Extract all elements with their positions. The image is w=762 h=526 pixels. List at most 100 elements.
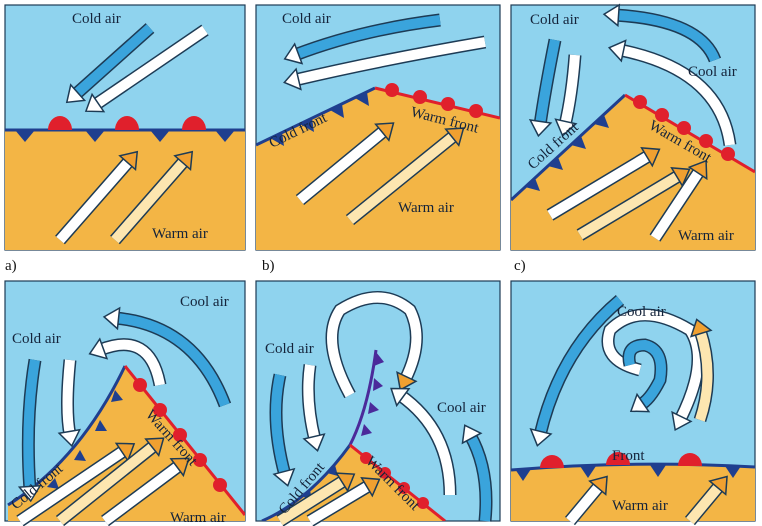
warm-sector	[256, 88, 500, 250]
panel-f-arrows	[529, 295, 728, 526]
panel-b-arrows	[283, 13, 487, 226]
panel-label-b: b)	[262, 258, 275, 274]
cold-air-flow-arrow	[57, 359, 81, 448]
label-cold-air: Cold air	[282, 11, 331, 27]
label-warm-air: Warm air	[612, 498, 668, 514]
cold-air-flow-arrow	[84, 24, 209, 113]
warm-front-bumps	[385, 83, 483, 118]
cold-air-flow-arrow	[65, 23, 155, 104]
panel-a: Cold air Warm air a)	[4, 4, 246, 274]
label-cool-air: Cool air	[180, 294, 229, 310]
arrowhead-icon	[57, 428, 81, 448]
arrowhead-icon	[607, 39, 627, 63]
arrowhead-icon	[283, 67, 302, 91]
arrowhead-icon	[114, 442, 136, 463]
warm-air-flow-arrow	[55, 437, 165, 526]
label-cool-air: Cool air	[617, 304, 666, 320]
cold-air-flow-arrow	[529, 295, 625, 447]
arrowhead-icon	[374, 122, 395, 142]
arrowhead-icon	[671, 410, 693, 432]
panel-e: Cold air Cool air Cold front Warm front	[255, 280, 501, 526]
arrowhead-icon	[554, 118, 578, 137]
arrowhead-icon	[84, 92, 106, 113]
warm-air-flow-arrow	[546, 147, 661, 221]
arrowhead-icon	[687, 159, 708, 181]
arrowhead-icon	[17, 484, 42, 503]
cold-air-flow-arrow	[283, 35, 487, 91]
warm-air-flow-arrow	[110, 150, 194, 245]
cold-air-flow-arrow	[102, 306, 232, 408]
arrowhead-icon	[588, 475, 608, 496]
cold-air-flow-arrow	[283, 13, 441, 65]
arrowhead-icon	[169, 457, 190, 478]
cold-front-triangles	[525, 115, 609, 191]
warm-front-bumps	[540, 452, 702, 468]
arrowhead-icon	[144, 437, 165, 457]
warm-air-flow-arrow	[295, 122, 395, 206]
label-warm-air: Warm air	[398, 200, 454, 216]
cold-air-flow-arrow	[602, 3, 722, 63]
cold-air-flow-arrow	[528, 38, 562, 138]
cold-air-flow-arrow	[88, 337, 167, 387]
arrowhead-icon	[461, 424, 483, 445]
panel-e-arrows	[269, 291, 493, 526]
arrowhead-icon	[283, 42, 304, 65]
warm-air-flow-arrow	[345, 127, 465, 226]
warm-air-flow-arrow	[306, 477, 381, 526]
warm-front-line	[123, 365, 245, 516]
warm-air-flow-arrow	[576, 167, 691, 241]
label-cool-air: Cool air	[437, 400, 486, 416]
panel-b: Cold air Cold front Warm front Warm air …	[255, 4, 501, 274]
label-cold-air: Cold air	[72, 11, 121, 27]
cold-air-flow-arrow	[601, 308, 705, 432]
cold-air-flow-arrow	[301, 364, 326, 452]
panel-label-c: c)	[514, 258, 526, 274]
arrowhead-icon	[629, 392, 651, 413]
panel-d: Cool air Cold air Cold front Warm front …	[4, 280, 246, 526]
arrowhead-icon	[670, 167, 691, 188]
arrowhead-icon	[335, 472, 356, 493]
arrowhead-icon	[444, 127, 465, 147]
warm-air-flow-arrow	[55, 150, 139, 245]
warm-air-flow-arrow	[649, 159, 708, 242]
occluded-front-symbols	[361, 352, 384, 436]
arrowhead-icon	[529, 427, 553, 447]
panel-f: Cool air Front Warm air	[510, 280, 756, 526]
panel-c: Cold air Cool air Cold front Warm front …	[510, 3, 756, 274]
cold-front-triangles	[15, 130, 235, 142]
arrowhead-icon	[602, 3, 621, 28]
warm-air-flow-arrow	[325, 291, 423, 399]
arrowhead-icon	[689, 318, 713, 338]
cold-air-flow-arrow	[554, 54, 582, 137]
warm-air-flow-arrow	[276, 472, 356, 526]
arrowhead-icon	[173, 150, 194, 172]
arrowhead-icon	[302, 433, 326, 452]
label-cold-air: Cold air	[12, 331, 61, 347]
warm-air-flow-arrow	[565, 475, 608, 526]
label-cold-air: Cold air	[265, 341, 314, 357]
cold-air-flow-arrow	[607, 39, 737, 147]
warm-air-flow-arrow	[101, 457, 190, 526]
arrowhead-icon	[65, 83, 87, 104]
arrowhead-icon	[708, 475, 728, 496]
warm-air-flow-arrow	[685, 475, 728, 526]
warm-front-bumps	[48, 116, 206, 130]
label-cool-air: Cool air	[688, 64, 737, 80]
label-warm-air: Warm air	[170, 510, 226, 526]
arrowhead-icon	[396, 371, 418, 392]
warm-front-bumps	[360, 452, 429, 509]
warm-air-flow-arrow	[16, 442, 136, 526]
arrowhead-icon	[272, 467, 296, 487]
arrowhead-icon	[118, 150, 139, 172]
cold-air-flow-arrow	[622, 338, 668, 413]
panel-d-arrows	[16, 306, 232, 526]
label-front: Front	[612, 448, 645, 464]
cold-air-flow-arrow	[390, 387, 457, 496]
arrowhead-icon	[528, 119, 553, 138]
warm-air-flow-arrow	[689, 318, 714, 423]
arrowhead-icon	[390, 387, 411, 408]
cold-air-flow-arrow	[461, 424, 493, 522]
arrowhead-icon	[102, 306, 121, 331]
cold-front-triangles	[47, 390, 123, 489]
label-cold-air: Cold air	[530, 12, 579, 28]
